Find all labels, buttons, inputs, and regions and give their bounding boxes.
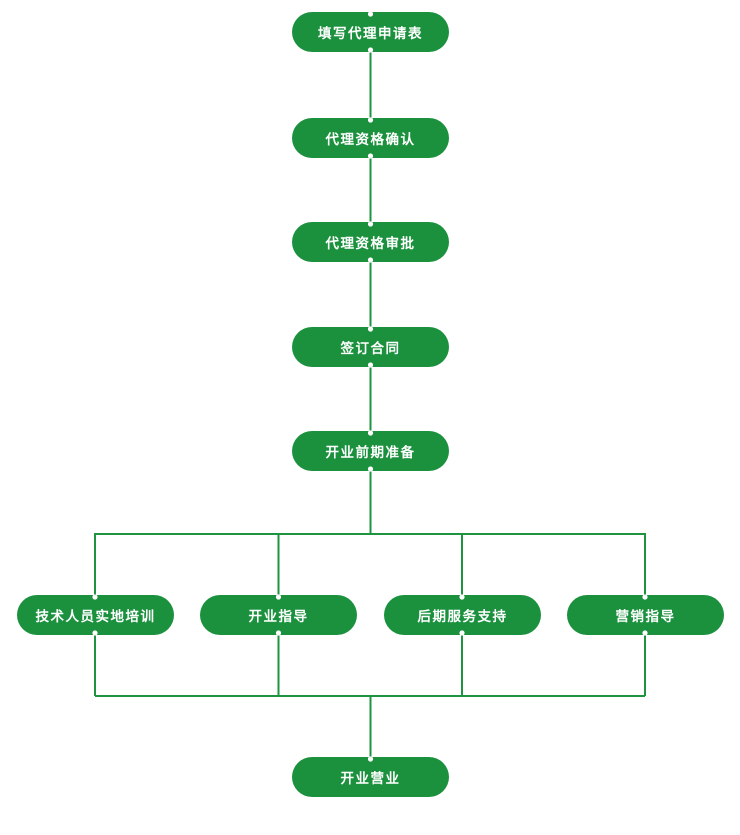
branch-marketing-guidance: 营销指导 [567, 595, 724, 635]
step-open-business: 开业营业 [292, 757, 449, 797]
step-qualification-approval: 代理资格审批 [292, 222, 449, 262]
step-pre-opening-prep: 开业前期准备 [292, 431, 449, 471]
step-sign-contract: 签订合同 [292, 327, 449, 367]
branch-opening-guidance: 开业指导 [200, 595, 357, 635]
branch-onsite-training: 技术人员实地培训 [17, 595, 174, 635]
branch-after-service: 后期服务支持 [384, 595, 541, 635]
step-qualification-confirm: 代理资格确认 [292, 118, 449, 158]
step-fill-application: 填写代理申请表 [292, 12, 449, 52]
